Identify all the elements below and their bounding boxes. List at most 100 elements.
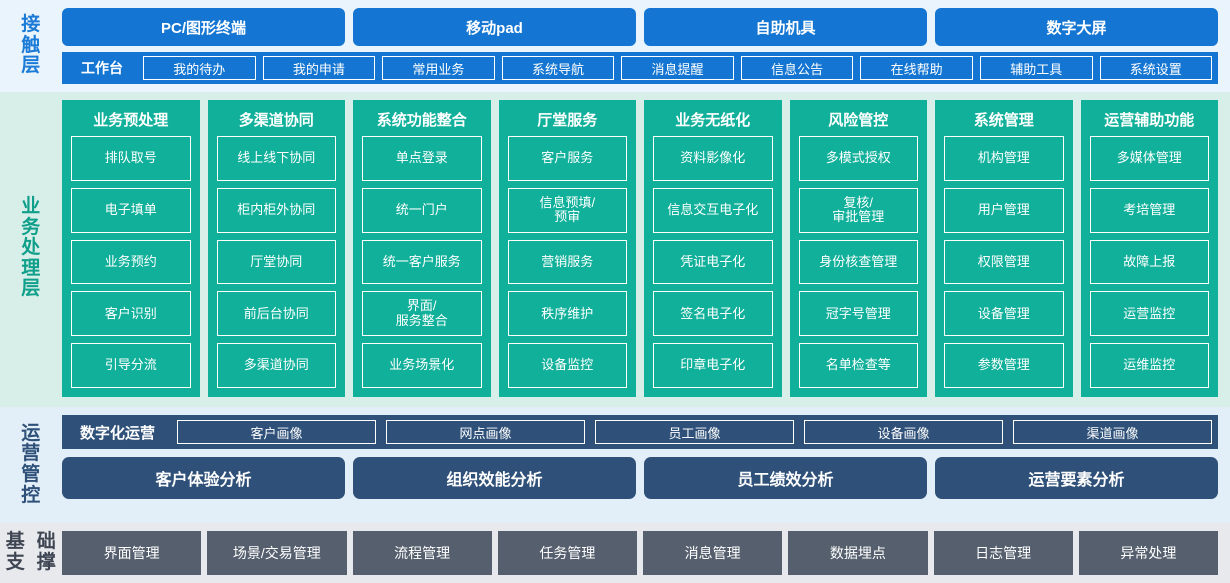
layer-business-body: 业务预处理排队取号电子填单业务预约客户识别引导分流多渠道协同 线上线下协同柜内柜外…	[62, 100, 1218, 397]
business-item[interactable]: 统一门户	[362, 187, 482, 233]
analysis-pill[interactable]: 客户体验分析	[62, 457, 345, 499]
layer-label-char: 撑	[36, 552, 57, 573]
business-item[interactable]: 复核/审批管理	[798, 187, 918, 233]
layer-label-char: 础	[36, 531, 57, 553]
business-column: 系统功能整合单点登录统一门户统一客户服务界面/服务整合业务场景化	[353, 100, 491, 397]
workbench-chip[interactable]: 在线帮助	[860, 56, 973, 80]
business-item[interactable]: 单点登录	[362, 136, 482, 181]
business-item[interactable]: 厅堂协同	[216, 239, 336, 285]
business-column-title: 业务预处理	[93, 112, 169, 129]
layer-label-char: 基	[5, 531, 26, 553]
business-item[interactable]: 权限管理	[944, 239, 1064, 285]
business-item[interactable]: 信息交互电子化	[653, 187, 773, 233]
business-column: 业务预处理排队取号电子填单业务预约客户识别引导分流	[62, 100, 200, 397]
workbench-chip[interactable]: 系统导航	[501, 56, 615, 80]
foundation-box[interactable]: 异常处理	[1078, 531, 1218, 575]
business-item[interactable]: 多媒体管理	[1089, 136, 1209, 181]
foundation-box[interactable]: 界面管理	[62, 531, 202, 575]
layer-label-char: 支	[5, 552, 26, 573]
layer-label-char: 业	[21, 196, 41, 218]
business-item[interactable]: 参数管理	[944, 343, 1064, 388]
business-item-list: 多模式授权复核/审批管理身份核查管理冠字号管理名单检查等	[798, 136, 918, 388]
business-item[interactable]: 身份核查管理	[798, 239, 918, 285]
business-item[interactable]: 营销服务	[507, 239, 627, 285]
workbench-chip[interactable]: 消息提醒	[621, 56, 734, 80]
foundation-box[interactable]: 消息管理	[643, 531, 783, 575]
business-item[interactable]: 业务预约	[71, 239, 191, 285]
business-item[interactable]: 资料影像化	[653, 136, 773, 181]
analysis-pill[interactable]: 员工绩效分析	[644, 457, 927, 499]
business-item-list: 排队取号电子填单业务预约客户识别引导分流	[71, 136, 191, 388]
business-item[interactable]: 前后台协同	[216, 291, 336, 337]
channel-pill: PC/图形终端	[62, 8, 345, 46]
foundation-box[interactable]: 日志管理	[933, 531, 1073, 575]
layer-operations: 运营管控 数字化运营 客户画像网点画像员工画像设备画像渠道画像 客户体验分析组织…	[0, 407, 1230, 523]
business-item[interactable]: 故障上报	[1089, 239, 1209, 285]
business-item[interactable]: 信息预填/预审	[507, 187, 627, 233]
layer-label-char: 营	[21, 443, 41, 465]
portrait-chip[interactable]: 设备画像	[804, 420, 1004, 444]
portrait-chip[interactable]: 员工画像	[595, 420, 795, 444]
foundation-box[interactable]: 流程管理	[352, 531, 492, 575]
business-column: 多渠道协同线上线下协同柜内柜外协同厅堂协同前后台协同多渠道协同	[207, 100, 345, 397]
workbench-chip[interactable]: 系统设置	[1099, 56, 1213, 80]
foundation-box[interactable]: 数据埋点	[788, 531, 928, 575]
layer-label-char: 层	[21, 55, 41, 77]
workbench-chip[interactable]: 我的待办	[143, 56, 256, 80]
business-item-list: 单点登录统一门户统一客户服务界面/服务整合业务场景化	[362, 136, 482, 388]
business-item[interactable]: 客户服务	[507, 136, 627, 181]
business-item[interactable]: 考培管理	[1089, 187, 1209, 233]
workbench-chip[interactable]: 常用业务	[382, 56, 495, 80]
layer-foundation-body: 界面管理场景/交易管理流程管理任务管理消息管理数据埋点日志管理异常处理	[62, 531, 1218, 575]
business-item[interactable]: 设备管理	[944, 291, 1064, 337]
layer-label-char: 层	[21, 278, 41, 300]
business-item[interactable]: 统一客户服务	[362, 239, 482, 285]
business-item[interactable]: 秩序维护	[507, 291, 627, 337]
business-item[interactable]: 柜内柜外协同	[216, 187, 336, 233]
business-item[interactable]: 名单检查等	[798, 343, 918, 388]
business-item[interactable]: 引导分流	[71, 343, 191, 388]
analysis-pill[interactable]: 运营要素分析	[935, 457, 1218, 499]
analysis-pill[interactable]: 组织效能分析	[353, 457, 636, 499]
business-item[interactable]: 签名电子化	[653, 291, 773, 337]
portrait-chip-group: 客户画像网点画像员工画像设备画像渠道画像	[177, 420, 1213, 444]
business-item[interactable]: 客户识别	[71, 291, 191, 337]
business-item[interactable]: 线上线下协同	[216, 136, 336, 181]
business-item[interactable]: 印章电子化	[653, 343, 773, 388]
layer-operations-label: 运营管控	[0, 415, 62, 515]
layer-label-char: 务	[21, 216, 41, 238]
foundation-box[interactable]: 任务管理	[497, 531, 637, 575]
business-item[interactable]: 业务场景化	[362, 343, 482, 388]
business-item[interactable]: 电子填单	[71, 187, 191, 233]
business-item[interactable]: 机构管理	[944, 136, 1064, 181]
workbench-chip[interactable]: 辅助工具	[979, 56, 1093, 80]
business-item[interactable]: 设备监控	[507, 343, 627, 388]
foundation-row: 界面管理场景/交易管理流程管理任务管理消息管理数据埋点日志管理异常处理	[62, 531, 1218, 575]
business-column: 厅堂服务客户服务信息预填/预审营销服务秩序维护设备监控	[498, 100, 636, 397]
business-item[interactable]: 凭证电子化	[653, 239, 773, 285]
workbench-chip[interactable]: 我的申请	[262, 56, 376, 80]
business-item[interactable]: 多模式授权	[798, 136, 918, 181]
workbench-title: 工作台	[81, 60, 123, 76]
business-item[interactable]: 运维监控	[1089, 343, 1209, 388]
business-item[interactable]: 多渠道协同	[216, 343, 336, 388]
foundation-box[interactable]: 场景/交易管理	[207, 531, 347, 575]
business-column-title: 厅堂服务	[537, 112, 598, 129]
workbench-chip[interactable]: 信息公告	[740, 56, 854, 80]
business-item[interactable]: 排队取号	[71, 136, 191, 181]
portrait-chip[interactable]: 网点画像	[386, 420, 586, 444]
business-item[interactable]: 用户管理	[944, 187, 1064, 233]
business-item[interactable]: 界面/服务整合	[362, 291, 482, 337]
business-item-list: 机构管理用户管理权限管理设备管理参数管理	[944, 136, 1064, 388]
business-item-list: 客户服务信息预填/预审营销服务秩序维护设备监控	[507, 136, 627, 388]
layer-label-char: 理	[21, 257, 41, 279]
portrait-chip[interactable]: 渠道画像	[1013, 420, 1213, 444]
business-item[interactable]: 运营监控	[1089, 291, 1209, 337]
channel-pill: 自助机具	[644, 8, 927, 46]
layer-business: 业务处理层 业务预处理排队取号电子填单业务预约客户识别引导分流多渠道协同线上线下…	[0, 92, 1230, 407]
business-item[interactable]: 冠字号管理	[798, 291, 918, 337]
business-column: 系统管理机构管理用户管理权限管理设备管理参数管理	[935, 100, 1073, 397]
portrait-chip[interactable]: 客户画像	[177, 420, 377, 444]
